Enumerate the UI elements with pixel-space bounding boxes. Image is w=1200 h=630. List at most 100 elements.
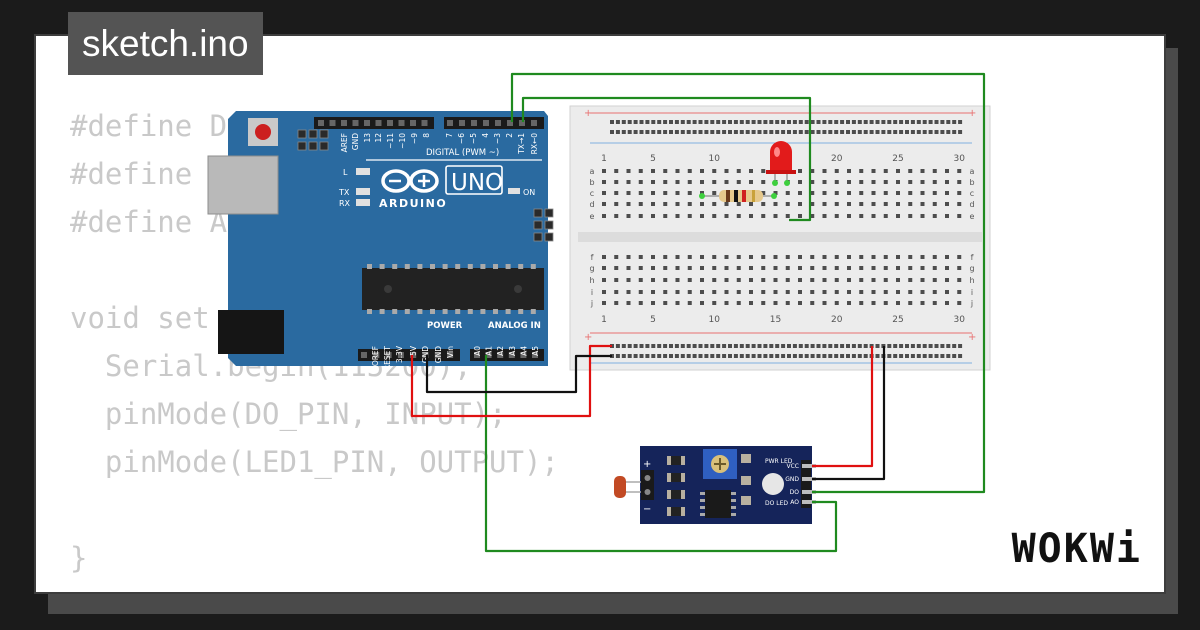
digital-pin-label: GND <box>351 133 360 150</box>
bb-row-label: g <box>969 264 974 273</box>
l-led-label: L <box>343 168 348 177</box>
bb-row-label: e <box>590 212 595 221</box>
analog-pin-label: A4 <box>519 346 528 356</box>
power-pin-label: 3.3V <box>395 345 404 363</box>
wire-led-green <box>521 96 812 222</box>
sensor-pin-label: VCC <box>787 463 799 470</box>
sensor-pin-label: GND <box>785 476 799 483</box>
rx-led <box>356 199 370 206</box>
power-pin-label: 5V <box>409 345 418 356</box>
rx-led-label: RX <box>339 199 351 208</box>
red-led <box>766 141 796 186</box>
bb-row-label: d <box>589 200 594 209</box>
digital-pin-label: 7 <box>445 133 454 138</box>
bb-row-label: c <box>590 189 594 198</box>
bb-col-number: 5 <box>650 154 656 164</box>
reset-button-cap <box>255 124 271 140</box>
digital-label: DIGITAL (PWM ~) <box>426 148 499 158</box>
bb-row-label: j <box>970 299 973 308</box>
power-pin-label: GND <box>421 346 430 363</box>
atmega-chip <box>362 268 544 310</box>
power-pin-label: GND <box>434 346 443 363</box>
wire-gnd2-black <box>812 346 886 481</box>
photoresistor <box>614 476 626 498</box>
analog-pin-label: A0 <box>473 346 482 356</box>
bb-row-label: f <box>591 253 594 262</box>
tx-led <box>356 188 370 195</box>
bb-row-label: d <box>969 200 974 209</box>
wire-do-green <box>510 72 986 494</box>
digital-pin-label: ~9 <box>410 133 419 144</box>
digital-pin-label: 2 <box>505 133 514 138</box>
digital-pin-label: AREF <box>340 133 349 152</box>
do-led-label: DO LED <box>765 500 788 507</box>
digital-pin-label: 4 <box>481 133 490 138</box>
power-label: POWER <box>427 321 463 331</box>
bb-col-number: 25 <box>892 315 903 325</box>
bb-row-label: c <box>970 189 974 198</box>
on-led-label: ON <box>523 188 535 197</box>
bb-col-number: 5 <box>650 315 656 325</box>
digital-pin-label: TX→1 <box>517 133 526 155</box>
bb-row-label: a <box>590 167 595 176</box>
power-jack <box>218 310 284 354</box>
bb-row-label: g <box>589 264 594 273</box>
wire-ao-green <box>484 355 838 553</box>
sensor-pin-label: DO <box>790 489 800 496</box>
bb-row-label: i <box>971 288 973 297</box>
svg-text:+: + <box>584 108 592 119</box>
bb-col-number: 1 <box>601 315 607 325</box>
bb-row-label: h <box>589 276 594 285</box>
bb-row-label: j <box>590 299 593 308</box>
uno-label: UNO <box>451 170 503 196</box>
sensor-pin <box>802 477 816 481</box>
bb-col-number: 1 <box>601 154 607 164</box>
digital-pin-label: ~3 <box>493 133 502 144</box>
analog-label: ANALOG IN <box>488 321 541 331</box>
bb-col-number: 20 <box>831 315 843 325</box>
wire-vcc-red <box>812 346 874 468</box>
sensor-pin <box>802 490 816 494</box>
usb-port <box>207 155 279 215</box>
l-led <box>356 168 370 175</box>
bb-row-label: a <box>970 167 975 176</box>
wire-5v-red <box>410 344 612 418</box>
bb-col-number: 20 <box>831 154 843 164</box>
svg-text:+: + <box>968 332 976 343</box>
analog-pin-label: A5 <box>531 346 540 356</box>
arduino-logo <box>381 169 439 193</box>
bb-row-label: b <box>589 178 594 187</box>
bb-row-label: b <box>969 178 974 187</box>
power-header <box>358 349 460 361</box>
bb-col-number: 10 <box>709 315 721 325</box>
ldr-minus: − <box>643 504 651 515</box>
bb-col-number: 30 <box>954 315 966 325</box>
resistor <box>699 190 777 202</box>
digital-pin-label: 8 <box>422 133 431 138</box>
svg-text:+: + <box>584 332 592 343</box>
sensor-pin <box>802 464 816 468</box>
bb-row-label: i <box>591 288 593 297</box>
tx-led-label: TX <box>338 188 350 197</box>
on-led <box>508 188 520 194</box>
digital-pin-label: ~10 <box>398 133 407 149</box>
digital-pin-label: ~11 <box>386 133 395 149</box>
analog-pin-label: A1 <box>485 346 494 356</box>
bb-col-number: 10 <box>709 154 721 164</box>
bb-row-label: f <box>971 253 974 262</box>
indicator-led <box>762 473 784 495</box>
bb-row-label: h <box>969 276 974 285</box>
digital-pin-label: ~5 <box>469 133 478 144</box>
pwr-led-label: PWR LED <box>765 458 793 465</box>
digital-pin-label: RX←0 <box>530 133 539 155</box>
sketch-title: sketch.ino <box>68 12 263 75</box>
bb-col-number: 25 <box>892 154 903 164</box>
digital-pin-label: 12 <box>374 133 383 143</box>
digital-pin-label: ~6 <box>457 133 466 144</box>
wires <box>410 72 986 553</box>
wokwi-logo: WOKWi <box>1011 526 1142 572</box>
power-pin-label: IOREF <box>371 346 380 368</box>
sensor-pin <box>802 500 816 504</box>
power-pin-label: Vin <box>446 346 455 358</box>
